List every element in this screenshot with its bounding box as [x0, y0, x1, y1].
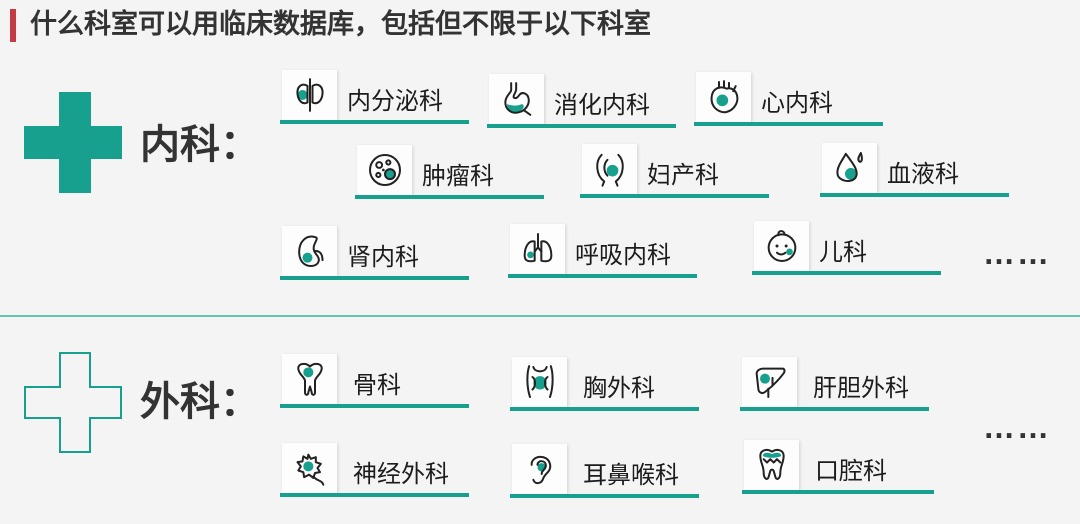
more-ellipsis: ……: [983, 409, 1051, 445]
department-item-neurosurgery: 神经外科: [280, 443, 469, 499]
baby-face-icon: [754, 221, 809, 271]
liver-icon: [742, 357, 797, 407]
department-item-nephrology: 肾内科: [280, 226, 469, 282]
department-label: 消化内科: [554, 92, 650, 119]
underline-bar: [508, 274, 697, 278]
department-label: 口腔科: [815, 458, 887, 485]
department-item-gastroenterology: 消化内科: [487, 74, 676, 130]
title-accent-bar: [10, 9, 16, 42]
underline-bar: [510, 494, 699, 498]
underline-bar: [280, 404, 469, 408]
department-label: 血液科: [887, 161, 959, 188]
outline-cross-icon: [24, 352, 122, 453]
underline-bar: [580, 194, 769, 198]
department-item-stomatology: 口腔科: [742, 440, 934, 496]
department-label: 耳鼻喉科: [583, 462, 679, 489]
underline-bar: [355, 195, 544, 199]
department-label: 肾内科: [347, 244, 419, 271]
department-label: 骨科: [353, 372, 401, 399]
underline-bar: [752, 271, 941, 275]
lungs-icon: [510, 224, 565, 274]
underline-bar: [280, 120, 469, 124]
department-item-thoracic-surgery: 胸外科: [510, 357, 699, 413]
underline-bar: [280, 493, 469, 497]
department-label: 儿科: [819, 239, 867, 266]
department-item-oncology: 肿瘤科: [355, 145, 544, 201]
ear-icon: [512, 444, 567, 494]
neuron-icon: [282, 443, 337, 493]
solid-cross-icon: [24, 92, 122, 193]
department-label: 心内科: [761, 90, 833, 117]
department-item-hematology: 血液科: [820, 143, 1009, 199]
tumor-cell-icon: [357, 145, 412, 195]
underline-bar: [487, 124, 676, 128]
department-label: 呼吸内科: [575, 242, 671, 269]
department-label: 神经外科: [353, 461, 449, 488]
bone-joint-icon: [282, 354, 337, 404]
thyroid-icon: [282, 70, 337, 120]
kidney-icon: [282, 226, 337, 276]
underline-bar: [740, 407, 929, 411]
department-item-endocrinology: 内分泌科: [280, 70, 469, 126]
section-divider: [0, 315, 1080, 317]
more-ellipsis: ……: [983, 235, 1051, 271]
department-item-pulmonology: 呼吸内科: [508, 224, 697, 280]
department-item-hepatobiliary-surgery: 肝胆外科: [740, 357, 929, 413]
department-item-otolaryngology: 耳鼻喉科: [510, 444, 699, 500]
tooth-icon: [744, 440, 799, 490]
thorax-icon: [512, 357, 567, 407]
section-label-surgery: 外科：: [140, 380, 260, 424]
department-label: 内分泌科: [347, 88, 443, 115]
department-label: 胸外科: [583, 375, 655, 402]
department-label: 肿瘤科: [422, 163, 494, 190]
blood-drop-icon: [822, 143, 877, 193]
stomach-icon: [489, 74, 544, 124]
underline-bar: [280, 276, 469, 280]
department-item-pediatrics: 儿科: [752, 221, 941, 277]
underline-bar: [742, 490, 934, 494]
heart-icon: [696, 72, 751, 122]
underline-bar: [510, 407, 699, 411]
section-label-internal-medicine: 内科：: [140, 123, 260, 167]
department-label: 肝胆外科: [813, 375, 909, 402]
underline-bar: [694, 122, 883, 126]
department-item-obstetrics-gynecology: 妇产科: [580, 144, 769, 200]
underline-bar: [820, 193, 1009, 197]
department-label: 妇产科: [647, 162, 719, 189]
page-title: 什么科室可以用临床数据库，包括但不限于以下科室: [30, 9, 651, 39]
department-item-orthopedics: 骨科: [280, 354, 469, 410]
uterus-icon: [582, 144, 637, 194]
department-item-cardiology: 心内科: [694, 72, 883, 128]
